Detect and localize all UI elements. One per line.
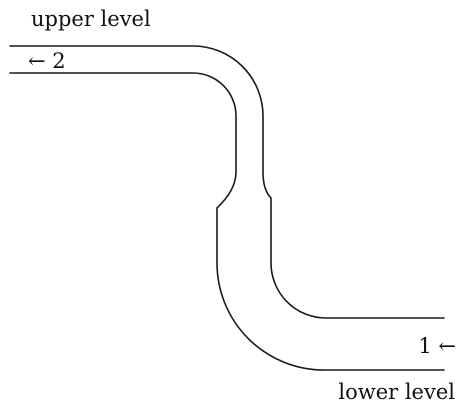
upper-level-label: upper level xyxy=(31,7,151,31)
upper-flow-label: ← 2 xyxy=(28,49,66,73)
lower-level-label: lower level xyxy=(338,380,455,404)
lower-flow-label: 1 ← xyxy=(418,334,456,358)
pipe-outer-wall xyxy=(9,45,445,319)
pipe-inner-wall xyxy=(9,72,445,371)
